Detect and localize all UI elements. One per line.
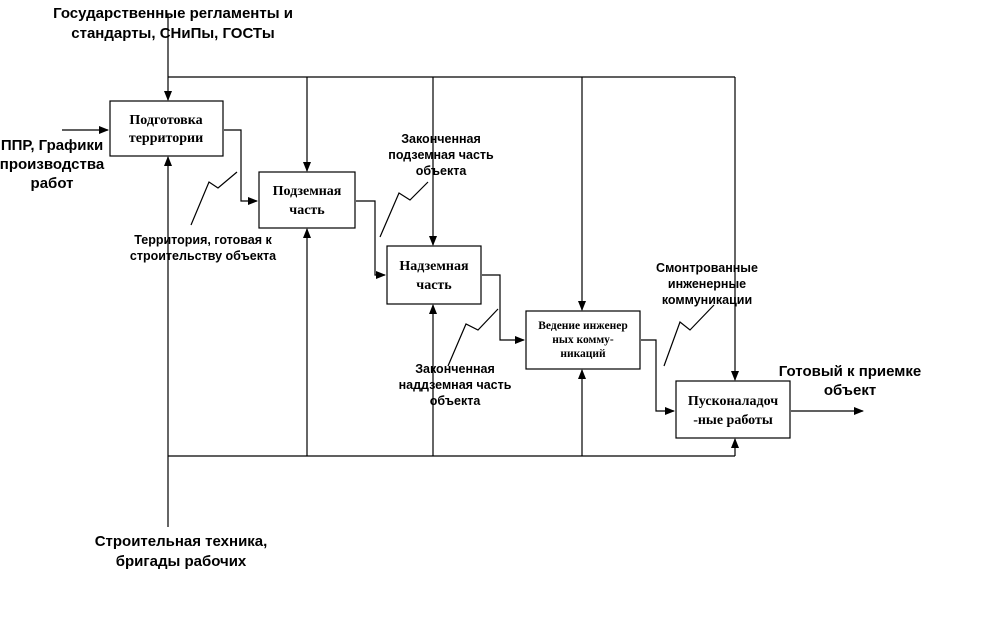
aboveground-label: Законченная наддземная часть объекта [399, 362, 512, 408]
output-label-line2: объект [824, 382, 876, 399]
mechanism-label-line2: бригады рабочих [116, 553, 247, 570]
mechanism-label: Строительная техника, бригады рабочих [95, 533, 268, 570]
box-podzemnaya: Подземная часть [258, 171, 356, 229]
box-podzemnaya-line2: часть [289, 203, 325, 218]
underground-label-line3: объекта [416, 164, 468, 178]
box-podgotovka-line1: Подготовка [129, 113, 202, 128]
box-kommunikacii-line3: никаций [560, 348, 606, 360]
box-puskonaladka-line1: Пусконаладоч [688, 394, 778, 409]
input-label: ППР, Графики производства работ [0, 137, 105, 192]
input-label-line1: ППР, Графики [1, 137, 103, 154]
box-podgotovka: Подготовка территории [109, 100, 224, 157]
underground-label-line2: подземная часть [388, 148, 494, 162]
mechanism-lines [164, 156, 739, 527]
box-nadzemnaya: Надземная часть [386, 245, 482, 305]
mechanism-label-line1: Строительная техника, [95, 533, 268, 550]
box-kommunikacii-line1: Ведение инженер [538, 320, 627, 332]
box-puskonaladka: Пусконаладоч -ные работы [675, 380, 791, 439]
territory-label-line1: Территория, готовая к [134, 233, 272, 247]
aboveground-label-line1: Законченная [415, 362, 495, 376]
communications-label: Смонтрованные инженерные коммуникации [656, 261, 758, 307]
aboveground-label-line2: наддземная часть [399, 378, 512, 392]
communications-label-line3: коммуникации [662, 293, 752, 307]
underground-label: Законченная подземная часть объекта [388, 132, 494, 178]
control-label: Государственные регламенты и стандарты, … [53, 5, 293, 42]
box-kommunikacii: Ведение инженер ных комму- никаций [525, 310, 641, 370]
input-label-line3: работ [31, 175, 74, 192]
flow-arrows [224, 129, 864, 415]
control-label-line2: стандарты, СНиПы, ГОСТы [71, 25, 274, 42]
box-nadzemnaya-line1: Надземная [399, 259, 469, 274]
output-label: Готовый к приемке объект [779, 363, 922, 399]
communications-label-line1: Смонтрованные [656, 261, 758, 275]
input-label-line2: производства [0, 156, 105, 173]
box-podzemnaya-line1: Подземная [273, 184, 342, 199]
territory-label: Территория, готовая к строительству объе… [130, 233, 277, 263]
communications-label-line2: инженерные [668, 277, 746, 291]
box-kommunikacii-line2: ных комму- [552, 334, 614, 346]
output-label-line1: Готовый к приемке [779, 363, 922, 380]
label-leaders [190, 171, 715, 367]
territory-label-line2: строительству объекта [130, 249, 277, 263]
box-nadzemnaya-line2: часть [416, 278, 452, 293]
box-puskonaladka-line2: -ные работы [693, 413, 773, 428]
box-podgotovka-line2: территории [129, 131, 203, 146]
control-lines [164, 14, 739, 381]
control-label-line1: Государственные регламенты и [53, 5, 293, 22]
underground-label-line1: Законченная [401, 132, 481, 146]
aboveground-label-line3: объекта [430, 394, 482, 408]
